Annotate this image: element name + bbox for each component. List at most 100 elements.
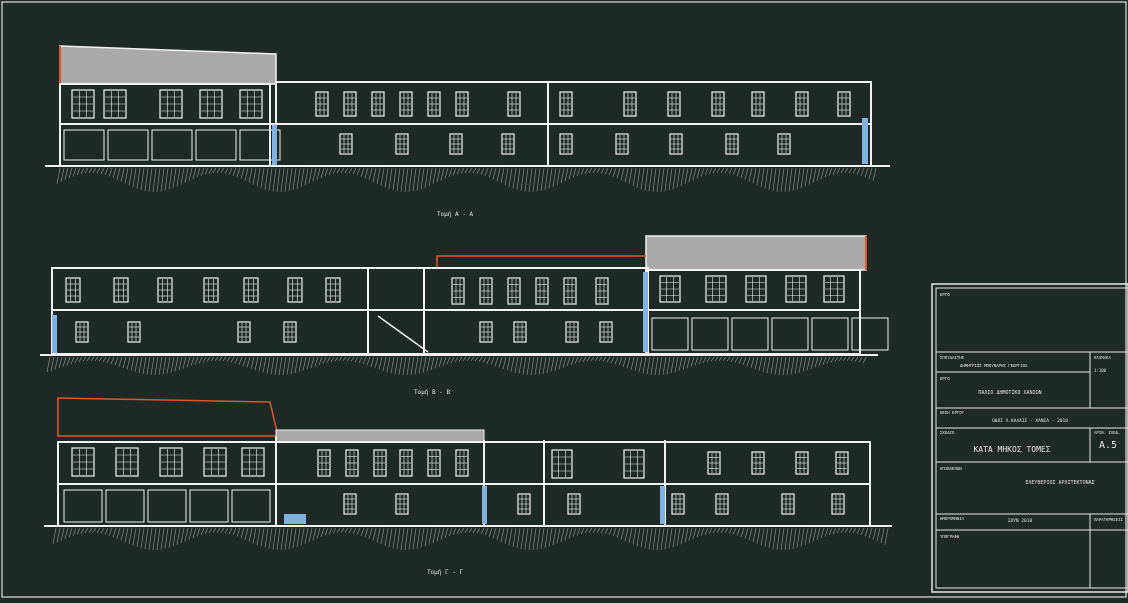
ground-hatch-stroke xyxy=(256,527,261,545)
ground-hatch-stroke xyxy=(604,527,609,534)
ground-hatch-stroke xyxy=(266,356,271,374)
ground-hatch-stroke xyxy=(536,167,541,192)
ground-hatch-stroke xyxy=(812,167,817,183)
ground-hatch-stroke xyxy=(248,527,253,542)
ground-hatch-stroke xyxy=(490,356,495,365)
ground-hatch-stroke xyxy=(620,167,625,181)
ground-hatch-stroke xyxy=(568,167,573,180)
window-opening xyxy=(837,91,851,117)
ground-hatch-stroke xyxy=(162,356,167,375)
ground-hatch-stroke xyxy=(148,527,153,550)
ground-hatch-stroke xyxy=(840,527,845,533)
ground-hatch-stroke xyxy=(646,356,651,375)
ground-hatch-stroke xyxy=(314,356,319,367)
tb-supervisor-label: ΕΠΙΒΛΕΠΩΝ xyxy=(940,466,962,471)
ground-hatch-stroke xyxy=(180,527,185,544)
window-opening xyxy=(501,133,515,155)
ground-hatch-stroke xyxy=(164,167,169,191)
ground-hatch-stroke xyxy=(352,167,357,175)
ground-hatch-stroke xyxy=(588,167,593,174)
ground-hatch-stroke xyxy=(214,356,219,361)
ground-hatch-stroke xyxy=(372,527,377,541)
ground-hatch-stroke xyxy=(658,356,663,376)
column-blue-b xyxy=(52,315,57,353)
ground-hatch-stroke xyxy=(250,356,255,369)
ground-hatch-stroke xyxy=(864,527,869,537)
window-opening xyxy=(715,493,729,515)
ground-hatch-stroke xyxy=(854,356,859,362)
ground-hatch-stroke xyxy=(666,356,671,375)
ground-hatch-stroke xyxy=(152,527,157,551)
ground-hatch-stroke xyxy=(654,356,659,376)
ground-hatch-stroke xyxy=(280,167,285,193)
ground-hatch-stroke xyxy=(220,527,225,533)
ground-hatch-stroke xyxy=(468,527,473,533)
ground-hatch-stroke xyxy=(252,527,257,544)
ground-hatch-stroke xyxy=(540,527,545,549)
ground-hatch-stroke xyxy=(372,167,377,182)
ground-hatch-a xyxy=(56,167,877,193)
ground-hatch-stroke xyxy=(816,527,821,540)
tb-scale-value: 1:100 xyxy=(1094,368,1107,373)
ground-hatch-stroke xyxy=(358,356,363,364)
ground-hatch-stroke xyxy=(412,167,417,192)
ground-hatch-stroke xyxy=(660,167,665,192)
ground-hatch-stroke xyxy=(694,356,699,366)
ground-hatch-stroke xyxy=(66,356,71,366)
window-opening xyxy=(203,277,219,303)
ground-hatch-stroke xyxy=(818,356,823,367)
window-opening xyxy=(345,449,359,477)
window-opening xyxy=(595,277,609,305)
ground-hatch-stroke xyxy=(444,167,449,179)
ground-hatch-stroke xyxy=(216,167,221,173)
ground-hatch-stroke xyxy=(50,356,55,371)
ground-hatch-stroke xyxy=(102,356,107,362)
ground-hatch-stroke xyxy=(462,356,467,362)
ground-hatch-stroke xyxy=(344,167,349,174)
ground-hatch-stroke xyxy=(528,527,533,551)
ground-hatch-stroke xyxy=(170,356,175,373)
ground-hatch-stroke xyxy=(124,527,129,543)
window-opening xyxy=(479,321,493,343)
ground-hatch-stroke xyxy=(640,527,645,548)
window-opening xyxy=(127,321,141,343)
ground-hatch-stroke xyxy=(716,527,721,533)
ground-hatch-stroke xyxy=(520,167,525,191)
ground-hatch-stroke xyxy=(722,356,727,361)
ground-hatch-stroke xyxy=(586,356,591,362)
ground-hatch-stroke xyxy=(120,167,125,182)
ground-hatch-stroke xyxy=(158,356,163,375)
ground-hatch-stroke xyxy=(544,527,549,549)
ground-hatch-stroke xyxy=(202,356,207,363)
ground-hatch-stroke xyxy=(336,527,341,533)
ground-hatch-stroke xyxy=(584,167,589,174)
ground-hatch-stroke xyxy=(440,167,445,181)
ground-hatch-stroke xyxy=(154,356,159,376)
window-opening xyxy=(395,493,409,515)
ground-hatch-stroke xyxy=(380,527,385,545)
ground-hatch-stroke xyxy=(768,527,773,549)
ground-hatch-stroke xyxy=(790,356,795,375)
ground-hatch-stroke xyxy=(208,527,213,534)
ground-hatch-stroke xyxy=(144,527,149,550)
roof-block-c xyxy=(275,429,485,443)
ground-hatch-stroke xyxy=(440,527,445,540)
ground-hatch-stroke xyxy=(218,356,223,361)
window-opening xyxy=(325,277,341,303)
ground-hatch-stroke xyxy=(740,527,745,538)
window-opening xyxy=(71,89,95,119)
window-opening xyxy=(745,275,767,303)
ground-hatch-stroke xyxy=(792,527,797,549)
ground-hatch-stroke xyxy=(62,356,67,367)
ground-hatch-stroke xyxy=(774,356,779,375)
ground-hatch-stroke xyxy=(664,167,669,192)
ground-hatch-stroke xyxy=(192,527,197,539)
ground-hatch-stroke xyxy=(374,356,379,369)
ground-hatch-stroke xyxy=(730,356,735,362)
ground-hatch-stroke xyxy=(682,356,687,370)
ground-hatch-stroke xyxy=(418,356,423,374)
section-c-label: Τομή Γ - Γ xyxy=(427,568,464,576)
ground-hatch-stroke xyxy=(46,356,51,373)
ground-hatch-stroke xyxy=(622,356,627,368)
